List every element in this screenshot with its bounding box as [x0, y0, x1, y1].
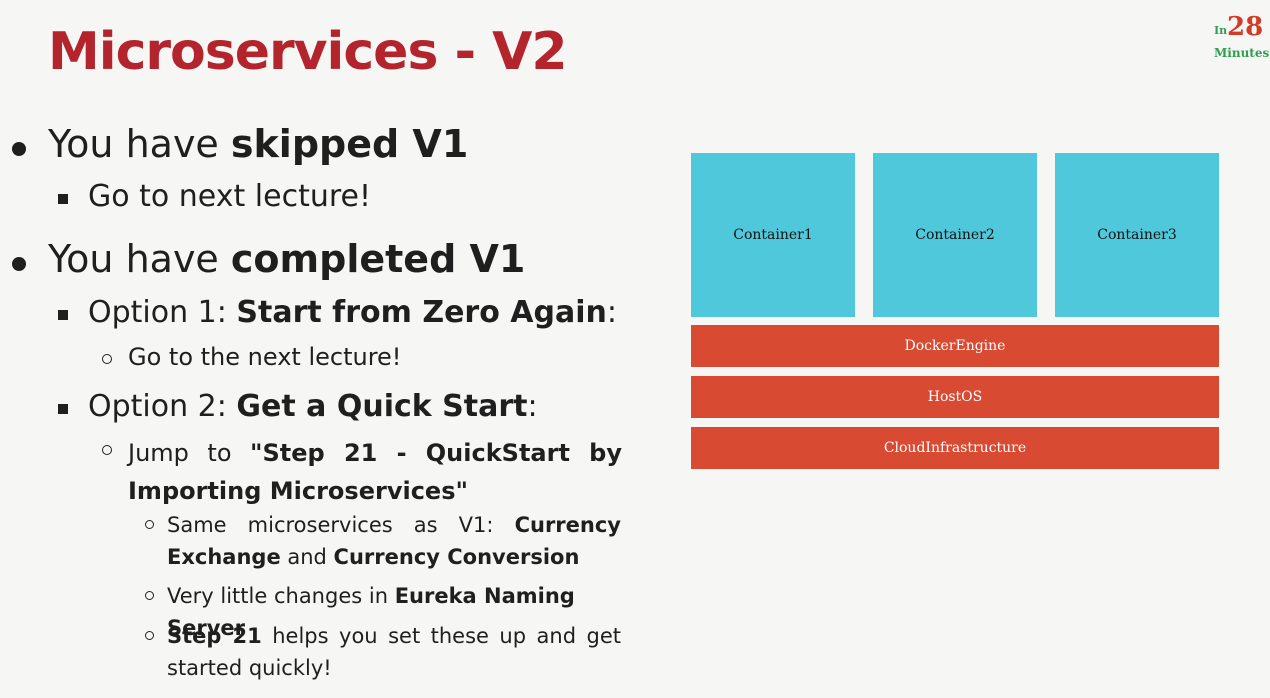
cloud-infrastructure-layer: CloudInfrastructure — [691, 427, 1219, 469]
container2-box: Container2 — [873, 153, 1037, 317]
bullet-skipped-sub: Go to next lecture! — [57, 179, 372, 214]
logo-prefix: In — [1214, 24, 1228, 37]
container3-box: Container3 — [1055, 153, 1219, 317]
logo-number: 28 — [1227, 12, 1264, 42]
bullet-jump: Jump to "Step 21 - QuickStart by Importi… — [102, 434, 622, 510]
docker-engine-layer: DockerEngine — [691, 325, 1219, 367]
host-os-layer: HostOS — [691, 376, 1219, 418]
bullet-completed: You have completed V1 — [11, 237, 526, 281]
logo-suffix: Minutes — [1214, 46, 1270, 60]
bullet-step21: Step 21 helps you set these up and get s… — [145, 620, 621, 684]
bullet-option1-sub: Go to the next lecture! — [101, 343, 402, 371]
bullet-eureka: Very little changes in Eureka Naming Ser… — [145, 580, 621, 644]
bullet-skipped: You have skipped V1 — [11, 122, 469, 166]
slide-title: Microservices - V2 — [48, 22, 568, 82]
in28minutes-logo: In 28 Minutes — [1212, 12, 1270, 62]
bullet-same-microservices: Same microservices as V1: Currency Excha… — [145, 509, 621, 573]
container1-box: Container1 — [691, 153, 855, 317]
bullet-option1: Option 1: Start from Zero Again: — [58, 295, 617, 330]
bullet-option2: Option 2: Get a Quick Start: — [58, 389, 538, 424]
